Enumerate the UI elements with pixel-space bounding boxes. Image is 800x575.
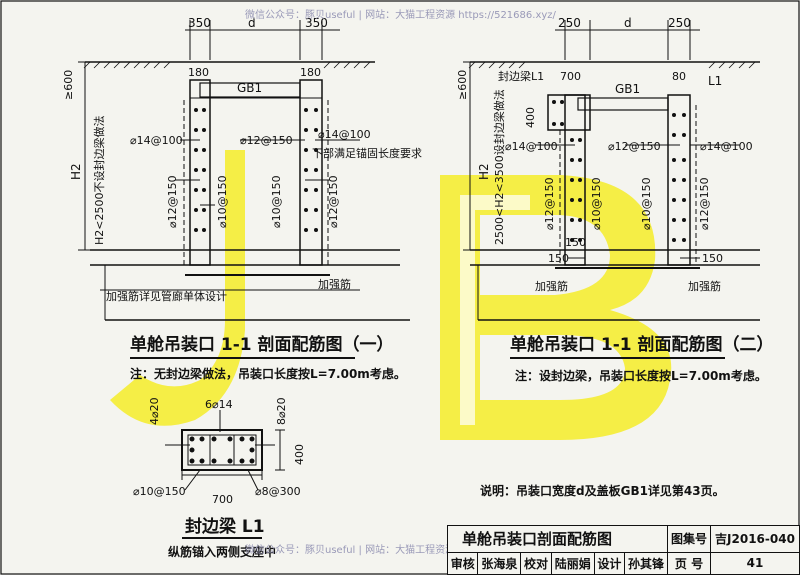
check-name: 陆丽娟 <box>550 551 595 575</box>
right-section-note: 注：设封边梁，吊装口长度按L=7.00m考虑。 <box>515 368 767 383</box>
right-dim-80: 80 <box>672 70 686 83</box>
right-h2-label: H2 <box>477 163 491 180</box>
beam-detail-title: 封边梁 L1 <box>185 516 265 537</box>
beam-width-label: 700 <box>212 493 233 506</box>
right-l1-label: L1 <box>708 74 722 88</box>
bottom-note: 说明：吊装口宽度d及盖板GB1详见第43页。 <box>480 483 725 498</box>
right-wall-rebar-dots <box>552 100 686 242</box>
right-dim-700: 700 <box>560 70 581 83</box>
right-dim-150-a: 150 <box>548 252 569 265</box>
watermark-logo <box>110 150 672 440</box>
beam-stirrup-right-label: ⌀8@300 <box>255 485 301 498</box>
left-rebar-12-150-vertical: ⌀12@150 <box>166 175 179 228</box>
beam-detail <box>165 410 285 491</box>
right-rebar-12-150-vertical-2: ⌀12@150 <box>698 177 711 230</box>
left-rebar-10-150-vertical-1: ⌀10@150 <box>216 175 229 228</box>
left-rebar-14-100-right: ⌀14@100 <box>318 128 371 141</box>
left-stiffener-label: 加强筋 <box>318 277 351 291</box>
left-section <box>78 20 410 321</box>
beam-detail-note: 纵筋锚入两侧支座中 <box>168 544 276 559</box>
left-dim-180-right: 180 <box>300 66 321 79</box>
beam-stirrup-left-label: ⌀10@150 <box>133 485 186 498</box>
left-gb1-label: GB1 <box>237 81 262 95</box>
right-rebar-10-150-vertical-1: ⌀10@150 <box>590 177 603 230</box>
right-rebar-14-100-left: ⌀14@100 <box>505 140 558 153</box>
left-dim-350-right: 350 <box>305 16 328 30</box>
page-value: 41 <box>709 551 800 575</box>
right-section <box>463 20 760 321</box>
right-rebar-14-100-right: ⌀14@100 <box>700 140 753 153</box>
left-dim-350-left: 350 <box>188 16 211 30</box>
right-gb1-label: GB1 <box>615 82 640 96</box>
left-dim-600: ≥600 <box>62 70 75 100</box>
right-edge-beam-label: 封边梁L1 <box>498 69 544 83</box>
title-block: 单舱吊装口剖面配筋图 图集号 吉J2016-040 审核 张海泉 校对 陆丽娟 … <box>446 525 800 575</box>
design-name: 孙其锋 <box>624 551 669 575</box>
left-h2-label: H2 <box>69 163 83 180</box>
left-section-title: 单舱吊装口 1-1 剖面配筋图（一） <box>130 334 394 355</box>
beam-right-bar-label: 8⌀20 <box>275 397 288 425</box>
beam-rebar-dots <box>189 436 255 464</box>
left-stiffener-note: 加强筋详见管廊单体设计 <box>106 289 227 303</box>
right-dim-250-left: 250 <box>558 16 581 30</box>
left-section-note: 注：无封边梁做法，吊装口长度按L=7.00m考虑。 <box>130 366 406 381</box>
atlas-value: 吉J2016-040 <box>709 525 800 553</box>
review-label: 审核 <box>446 551 479 575</box>
right-dim-150-c: 150 <box>702 252 723 265</box>
design-label: 设计 <box>593 551 626 575</box>
left-anchor-note: 下部满足锚固长度要求 <box>312 146 422 160</box>
right-dim-150-b: 150 <box>565 236 586 249</box>
right-dim-d: d <box>624 16 632 30</box>
left-rebar-10-150-vertical-2: ⌀10@150 <box>270 175 283 228</box>
right-h2-note: 2500<H2<3500设封边梁做法 <box>492 89 506 245</box>
check-label: 校对 <box>520 551 552 575</box>
review-name: 张海泉 <box>477 551 522 575</box>
right-stiffener-right: 加强筋 <box>688 279 721 293</box>
title-block-title: 单舱吊装口剖面配筋图 <box>446 525 669 553</box>
right-rebar-12-150-center: ⌀12@150 <box>608 140 661 153</box>
left-h2-note: H2<2500不设封边梁做法 <box>92 116 106 245</box>
page-label: 页 号 <box>667 551 711 575</box>
right-rebar-10-150-vertical-2: ⌀10@150 <box>640 177 653 230</box>
right-dim-600: ≥600 <box>456 70 469 100</box>
beam-top-bar-label: 6⌀14 <box>205 398 233 411</box>
right-section-title: 单舱吊装口 1-1 剖面配筋图（二） <box>510 334 774 355</box>
watermark-top: 微信公众号：豚贝useful | 网站：大猫工程资源 https://52168… <box>245 8 557 21</box>
right-rebar-12-150-vertical: ⌀12@150 <box>543 177 556 230</box>
left-rebar-12-150-vertical-2: ⌀12@150 <box>327 175 340 228</box>
right-dim-400: 400 <box>524 107 537 128</box>
left-dim-d: d <box>248 16 256 30</box>
beam-left-bar-label: 4⌀20 <box>148 397 161 425</box>
left-rebar-14-100-left: ⌀14@100 <box>130 134 183 147</box>
right-stiffener-left: 加强筋 <box>535 279 568 293</box>
left-dim-180-left: 180 <box>188 66 209 79</box>
left-wall-rebar-dots <box>194 108 318 232</box>
right-dim-250-right: 250 <box>668 16 691 30</box>
left-rebar-12-150-center: ⌀12@150 <box>240 134 293 147</box>
atlas-label: 图集号 <box>667 525 711 553</box>
beam-height-label: 400 <box>293 444 306 465</box>
